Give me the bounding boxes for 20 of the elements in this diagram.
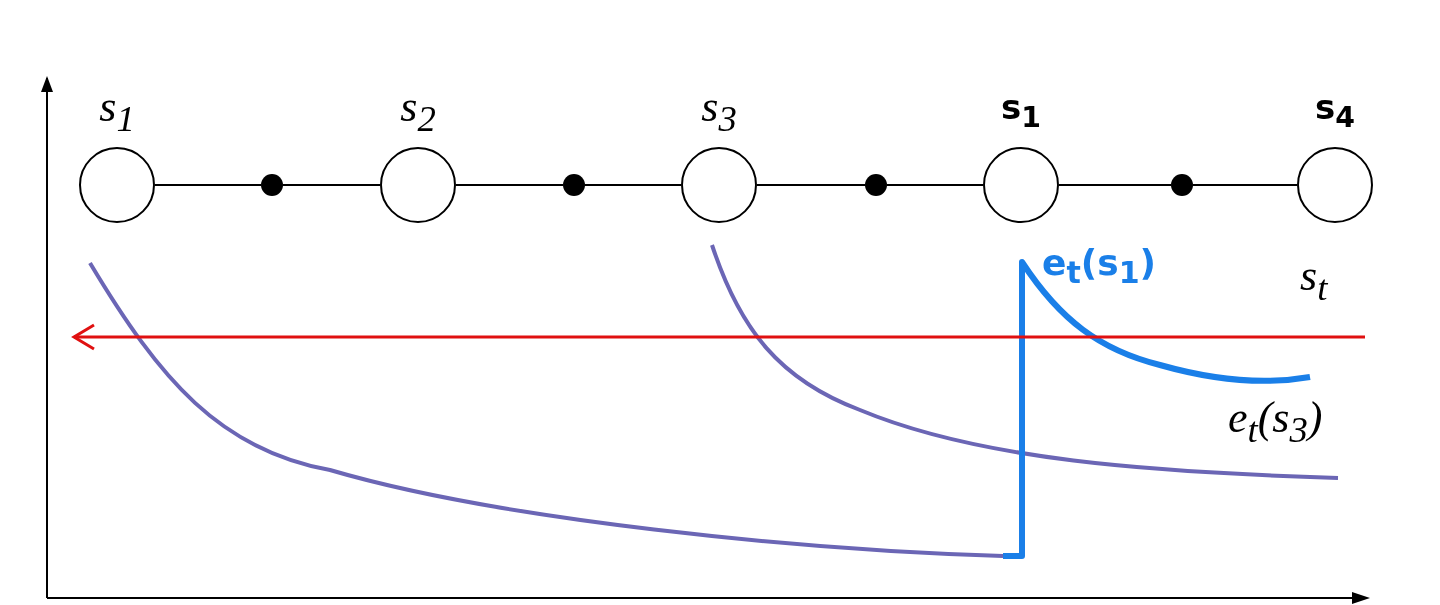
state-label: s$_{4}$ [1315,86,1355,136]
connector-line [756,184,866,186]
connector-line [455,184,564,186]
action-dot [1171,174,1193,196]
state-label: s$_{1}$ [1001,86,1041,136]
connector-line [886,184,984,186]
trace-label: e$_{t}$(s$_{3}$) [1228,392,1323,451]
connector-line [584,184,682,186]
action-dot [865,174,887,196]
connector-line [1058,184,1172,186]
state-label: s$_{1}$ [99,81,135,137]
trace-label: e$_{t}$(s$_{1}$) [1042,242,1156,291]
state-label: s$_{2}$ [400,81,436,137]
action-dot [563,174,585,196]
action-dot [261,174,283,196]
time-label: s$_{t}$ [1300,250,1328,309]
connector-line [154,184,262,186]
connector-line [1192,184,1298,186]
connector-line [282,184,381,186]
state-label: s$_{3}$ [701,81,737,137]
